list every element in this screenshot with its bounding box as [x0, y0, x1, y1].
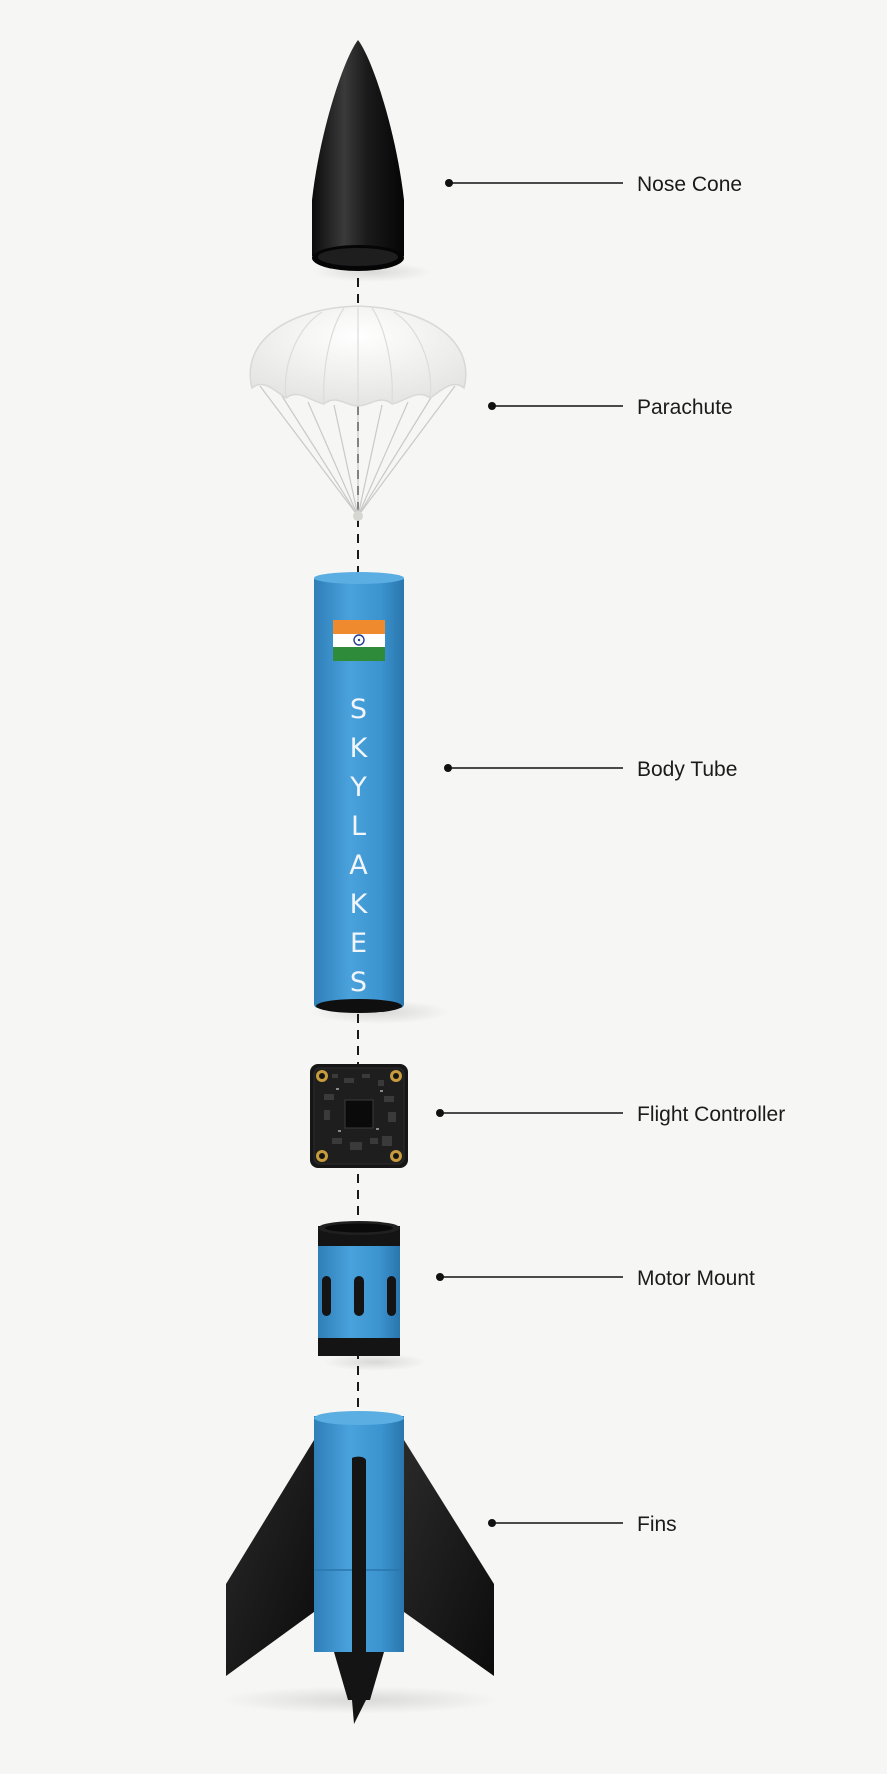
brand-letter: E	[350, 928, 368, 959]
label-fins: Fins	[488, 1513, 677, 1536]
brand-letter: A	[349, 850, 368, 881]
flight-controller	[310, 1064, 408, 1168]
label-nose-cone: Nose Cone	[445, 173, 742, 196]
brand-letter: Y	[349, 772, 368, 803]
label-fins-text: Fins	[637, 1513, 677, 1536]
brand-letter: L	[351, 811, 367, 842]
label-flight-controller: Flight Controller	[436, 1103, 785, 1126]
brand-letter: K	[350, 733, 369, 764]
brand-letter: S	[350, 967, 368, 998]
label-parachute-text: Parachute	[637, 396, 733, 419]
label-motor-mount-text: Motor Mount	[637, 1267, 755, 1290]
nose-cone	[312, 40, 432, 282]
brand-letter: S	[350, 694, 368, 725]
motor-mount	[318, 1221, 427, 1371]
label-body-tube-text: Body Tube	[637, 758, 737, 781]
india-flag-icon	[333, 620, 385, 661]
brand-lettering: S K Y L A K E S	[349, 694, 369, 998]
body-tube: S K Y L A K E S	[310, 572, 450, 1024]
label-parachute: Parachute	[488, 396, 733, 419]
label-body-tube: Body Tube	[444, 758, 737, 781]
label-nose-cone-text: Nose Cone	[637, 173, 742, 196]
label-flight-controller-text: Flight Controller	[637, 1103, 785, 1126]
fins-assembly	[220, 1411, 500, 1724]
brand-letter: K	[350, 889, 369, 920]
parachute	[249, 305, 467, 521]
label-motor-mount: Motor Mount	[436, 1267, 755, 1290]
